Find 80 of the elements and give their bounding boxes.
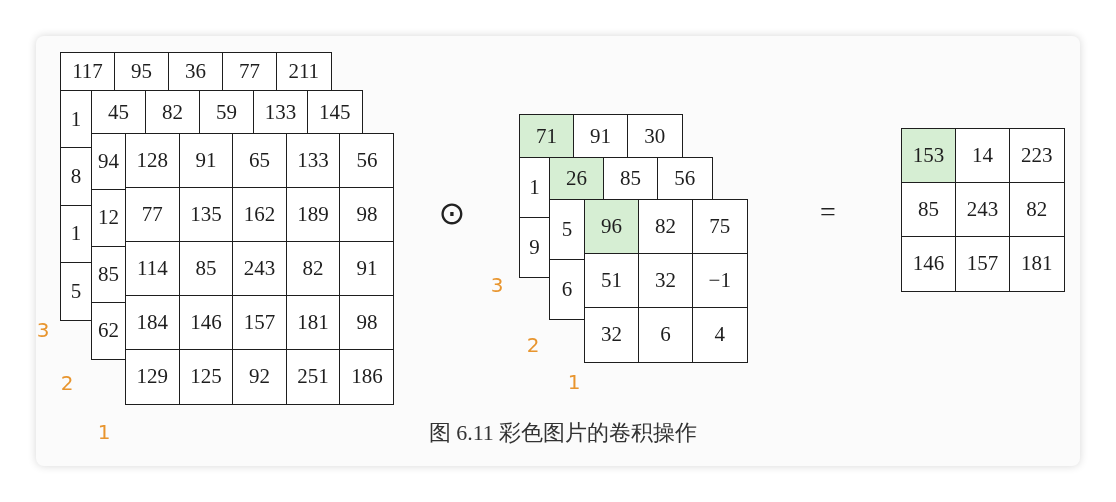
matrix-cell: 125 bbox=[178, 349, 233, 405]
matrix-cell: 4 bbox=[692, 307, 748, 363]
matrix-cell: 45 bbox=[91, 90, 145, 133]
highlighted-cell: 153 bbox=[901, 128, 955, 182]
matrix-cell: 98 bbox=[339, 295, 395, 349]
matrix-cell: 129 bbox=[125, 349, 179, 405]
matrix-cell: 186 bbox=[339, 349, 395, 405]
matrix-cell: 162 bbox=[232, 187, 286, 241]
layer-number: 1 bbox=[97, 422, 111, 442]
matrix-cell: 56 bbox=[657, 157, 713, 199]
matrix-cell: 181 bbox=[1009, 236, 1065, 292]
matrix-cell: 91 bbox=[178, 133, 233, 187]
matrix-cell: 77 bbox=[222, 52, 276, 90]
matrix-cell: 91 bbox=[573, 114, 627, 157]
matrix-cell: 117 bbox=[60, 52, 114, 90]
matrix-cell: 251 bbox=[285, 349, 340, 405]
matrix-cell: 98 bbox=[339, 187, 395, 241]
matrix-cell: 82 bbox=[285, 241, 340, 295]
layer-number: 2 bbox=[526, 335, 540, 355]
matrix-cell: 77 bbox=[125, 187, 179, 241]
matrix-cell: 157 bbox=[955, 236, 1009, 292]
matrix-cell: 95 bbox=[114, 52, 168, 90]
matrix-cell: 114 bbox=[125, 241, 179, 295]
matrix-cell: 82 bbox=[145, 90, 199, 133]
layer-number: 1 bbox=[567, 372, 581, 392]
matrix-cell: 8 bbox=[60, 147, 91, 205]
matrix-cell: 14 bbox=[955, 128, 1009, 182]
matrix-cell: 85 bbox=[603, 157, 657, 199]
matrix-cell: 128 bbox=[125, 133, 179, 187]
matrix-cell: 85 bbox=[91, 245, 125, 302]
operator-sign: ⊙ bbox=[438, 197, 466, 229]
highlighted-cell: 26 bbox=[549, 157, 603, 199]
matrix-cell: 1 bbox=[60, 204, 91, 262]
matrix-cell: 5 bbox=[60, 261, 91, 321]
equals-sign: = bbox=[820, 198, 836, 226]
matrix-cell: 181 bbox=[285, 295, 340, 349]
matrix-cell: 59 bbox=[199, 90, 253, 133]
matrix-cell: 9 bbox=[519, 216, 549, 278]
matrix-cell: 94 bbox=[91, 133, 125, 190]
matrix-cell: −1 bbox=[692, 253, 748, 307]
matrix-cell: 1 bbox=[519, 157, 549, 217]
matrix-cell: 6 bbox=[549, 258, 584, 320]
matrix-cell: 189 bbox=[285, 187, 340, 241]
highlighted-cell: 96 bbox=[584, 199, 638, 253]
matrix-cell: 146 bbox=[178, 295, 233, 349]
figure-caption: 图 6.11 彩色图片的卷积操作 bbox=[428, 422, 698, 444]
matrix-cell: 65 bbox=[232, 133, 286, 187]
matrix-cell: 82 bbox=[1009, 182, 1065, 236]
highlighted-cell: 71 bbox=[519, 114, 573, 157]
matrix-cell: 145 bbox=[307, 90, 363, 133]
matrix-cell: 32 bbox=[638, 253, 692, 307]
matrix-cell: 85 bbox=[901, 182, 955, 236]
matrix-cell: 211 bbox=[276, 52, 332, 90]
matrix-cell: 146 bbox=[901, 236, 955, 292]
layer-number: 2 bbox=[60, 373, 74, 393]
matrix-cell: 30 bbox=[627, 114, 683, 157]
matrix-cell: 62 bbox=[91, 301, 125, 360]
matrix-cell: 243 bbox=[232, 241, 286, 295]
matrix-cell: 243 bbox=[955, 182, 1009, 236]
matrix-cell: 12 bbox=[91, 189, 125, 246]
matrix-cell: 85 bbox=[178, 241, 233, 295]
matrix-cell: 5 bbox=[549, 199, 584, 259]
matrix-cell: 32 bbox=[584, 307, 638, 363]
matrix-cell: 91 bbox=[339, 241, 395, 295]
matrix-cell: 223 bbox=[1009, 128, 1065, 182]
layer-number: 3 bbox=[490, 275, 504, 295]
matrix-cell: 1 bbox=[60, 90, 91, 148]
matrix-cell: 56 bbox=[339, 133, 395, 187]
matrix-cell: 6 bbox=[638, 307, 692, 363]
matrix-cell: 133 bbox=[253, 90, 307, 133]
layer-number: 3 bbox=[36, 320, 50, 340]
matrix-cell: 36 bbox=[168, 52, 222, 90]
matrix-cell: 184 bbox=[125, 295, 179, 349]
matrix-cell: 82 bbox=[638, 199, 692, 253]
matrix-cell: 51 bbox=[584, 253, 638, 307]
matrix-cell: 157 bbox=[232, 295, 286, 349]
matrix-cell: 133 bbox=[285, 133, 340, 187]
matrix-cell: 75 bbox=[692, 199, 748, 253]
matrix-cell: 135 bbox=[178, 187, 233, 241]
matrix-cell: 92 bbox=[232, 349, 286, 405]
